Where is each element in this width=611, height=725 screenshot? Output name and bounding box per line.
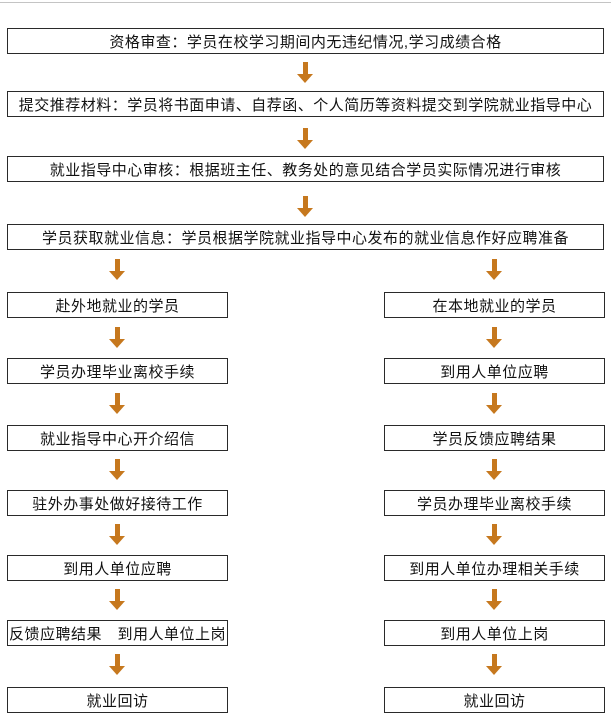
step-label: 驻外办事处做好接待工作: [32, 495, 203, 513]
step-label: 赴外地就业的学员: [55, 297, 180, 315]
arrow-down-icon: [486, 327, 503, 348]
arrow-down-icon: [109, 654, 126, 675]
step-label: 学员办理毕业离校手续: [416, 495, 572, 513]
step-label: 在本地就业的学员: [432, 297, 557, 315]
step-right-graduation-procedures: 学员办理毕业离校手续: [384, 490, 605, 516]
arrow-down-icon: [486, 259, 503, 280]
arrow-down-icon: [109, 393, 126, 414]
step-right-feedback-results: 学员反馈应聘结果: [384, 425, 605, 451]
arrow-down-icon: [486, 524, 503, 545]
arrow-down-icon: [109, 589, 126, 610]
step-left-referral-letter: 就业指导中心开介绍信: [7, 425, 228, 451]
step-left-feedback-and-onboard: 反馈应聘结果 到用人单位上岗: [7, 620, 228, 646]
step-left-field-office-reception: 驻外办事处做好接待工作: [7, 490, 228, 516]
step-left-graduation-procedures: 学员办理毕业离校手续: [7, 358, 228, 384]
arrow-down-icon: [486, 459, 503, 480]
arrow-down-icon: [486, 393, 503, 414]
step-label: 就业回访: [86, 692, 149, 710]
step-right-followup-visit: 就业回访: [384, 687, 605, 713]
step-right-onboard: 到用人单位上岗: [384, 620, 605, 646]
arrow-down-icon: [109, 327, 126, 348]
step-label: 就业指导中心开介绍信: [39, 430, 195, 448]
arrow-down-icon: [109, 459, 126, 480]
top-divider: [0, 2, 611, 3]
step-label: 学员反馈应聘结果: [432, 430, 557, 448]
step-label: 资格审查：学员在校学习期间内无违纪情况,学习成绩合格: [109, 33, 502, 51]
step-submit-materials: 提交推荐材料：学员将书面申请、自荐函、个人简历等资料提交到学院就业指导中心: [7, 91, 604, 117]
step-label: 到用人单位应聘: [440, 363, 549, 381]
step-label: 到用人单位应聘: [63, 560, 172, 578]
step-label: 就业指导中心审核：根据班主任、教务处的意见结合学员实际情况进行审核: [49, 161, 562, 179]
step-label: 学员获取就业信息：学员根据学院就业指导中心发布的就业信息作好应聘准备: [41, 229, 569, 247]
arrow-down-icon: [297, 62, 314, 83]
arrow-down-icon: [109, 524, 126, 545]
step-get-job-info: 学员获取就业信息：学员根据学院就业指导中心发布的就业信息作好应聘准备: [7, 224, 604, 250]
step-qualification-review: 资格审查：学员在校学习期间内无违纪情况,学习成绩合格: [7, 28, 604, 54]
arrow-down-icon: [297, 196, 314, 217]
step-label: 反馈应聘结果 到用人单位上岗: [8, 625, 226, 643]
arrow-down-icon: [297, 128, 314, 149]
step-label: 就业回访: [463, 692, 526, 710]
step-right-local-students: 在本地就业的学员: [384, 292, 605, 318]
step-right-employer-procedures: 到用人单位办理相关手续: [384, 555, 605, 581]
step-label: 学员办理毕业离校手续: [39, 363, 195, 381]
step-left-followup-visit: 就业回访: [7, 687, 228, 713]
step-label: 到用人单位上岗: [440, 625, 549, 643]
step-label: 到用人单位办理相关手续: [409, 560, 580, 578]
step-label: 提交推荐材料：学员将书面申请、自荐函、个人简历等资料提交到学院就业指导中心: [18, 96, 593, 114]
step-left-outbound-students: 赴外地就业的学员: [7, 292, 228, 318]
step-center-review: 就业指导中心审核：根据班主任、教务处的意见结合学员实际情况进行审核: [7, 156, 604, 182]
step-right-apply-at-employer: 到用人单位应聘: [384, 358, 605, 384]
arrow-down-icon: [486, 589, 503, 610]
arrow-down-icon: [486, 654, 503, 675]
arrow-down-icon: [109, 259, 126, 280]
step-left-apply-at-employer: 到用人单位应聘: [7, 555, 228, 581]
